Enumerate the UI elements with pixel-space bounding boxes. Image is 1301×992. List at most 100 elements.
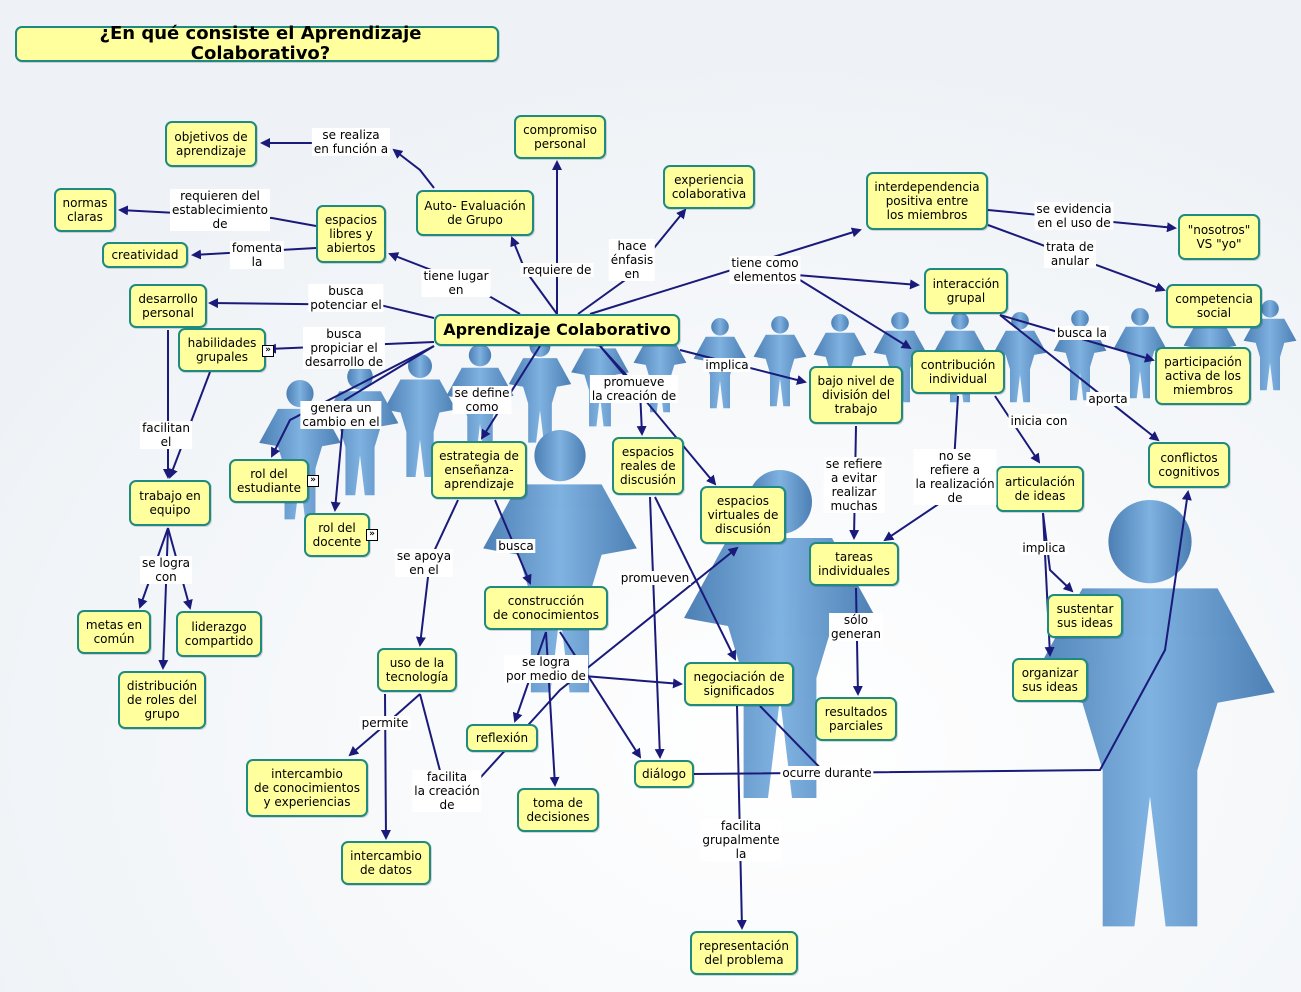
connector-arrow <box>271 345 435 458</box>
node-interaccion-grupal[interactable]: interacción grupal <box>924 268 1008 314</box>
person-figure-body <box>1243 318 1297 391</box>
link-label: genera un cambio en el <box>300 401 382 429</box>
person-figure-body <box>508 358 572 443</box>
link-label: inicia con <box>1008 414 1070 428</box>
person-figure-head <box>831 314 849 332</box>
person-figure-head <box>951 312 969 330</box>
node-contribucion-individual[interactable]: contribución individual <box>911 350 1005 394</box>
link-label: busca propiciar el desarrollo de <box>302 327 386 369</box>
link-label: permite <box>359 716 411 730</box>
connector-arrow <box>649 496 665 759</box>
node-negociacion-significados[interactable]: negociación de significados <box>684 662 794 706</box>
person-figure-head <box>1108 499 1192 584</box>
node-tareas-individuales[interactable]: tareas individuales <box>809 542 899 586</box>
person-figure-body <box>1053 328 1107 401</box>
node-conflictos-cognitivos[interactable]: conflictos cognitivos <box>1148 442 1230 488</box>
node-espacios-libres[interactable]: espacios libres y abiertos <box>316 205 386 263</box>
node-liderazgo-compartido[interactable]: liderazgo compartido <box>176 611 262 657</box>
connector-arrow <box>693 490 1192 775</box>
person-figure-body <box>1113 326 1167 399</box>
node-intercambio-conocimientos[interactable]: intercambio de conocimientos y experienc… <box>246 759 368 817</box>
link-label: se refiere a evitar realizar muchas <box>823 457 885 513</box>
node-resultados-parciales[interactable]: resultados parciales <box>815 697 897 741</box>
connector-arrow <box>392 148 435 189</box>
expand-arrow-icon[interactable]: » <box>366 529 378 541</box>
link-label: requieren del establecimiento de <box>169 189 271 231</box>
link-label: promueven <box>618 571 692 585</box>
link-label: se logra con <box>139 556 193 584</box>
link-label: implica <box>1020 541 1068 555</box>
connector-arrow <box>589 227 862 315</box>
person-figure-head <box>1131 308 1149 326</box>
node-competencia-social[interactable]: competencia social <box>1166 284 1262 328</box>
person-figure-body <box>693 336 747 409</box>
node-toma-decisiones[interactable]: toma de decisiones <box>517 788 599 832</box>
node-autoevaluacion[interactable]: Auto- Evaluación de Grupo <box>416 190 534 236</box>
link-label: busca la <box>1055 326 1109 340</box>
node-objetivos-aprendizaje[interactable]: objetivos de aprendizaje <box>165 121 257 167</box>
link-label: requiere de <box>520 263 594 277</box>
node-normas-claras[interactable]: normas claras <box>54 188 116 232</box>
person-figure-body <box>993 330 1047 403</box>
node-metas-comun[interactable]: metas en común <box>77 610 151 654</box>
connector-arrow <box>1042 512 1074 593</box>
link-label: promueve la creación de <box>589 375 679 403</box>
expand-arrow-icon[interactable]: » <box>262 345 274 357</box>
node-construccion-conocimientos[interactable]: construcción de conocimientos <box>484 586 608 630</box>
person-figure-head <box>771 316 789 334</box>
node-habilidades-grupales[interactable]: habilidades grupales <box>178 328 266 372</box>
person-figure-head <box>711 318 729 336</box>
node-uso-tecnologia[interactable]: uso de la tecnología <box>377 648 457 692</box>
node-compromiso-personal[interactable]: compromiso personal <box>514 115 606 159</box>
link-label: aporta <box>1086 392 1130 406</box>
connector-arrow <box>158 527 169 670</box>
link-label: busca potenciar el <box>308 284 384 312</box>
node-espacios-virtuales[interactable]: espacios virtuales de discusión <box>700 486 786 544</box>
node-estrategia-ensenanza[interactable]: estrategia de enseñanza- aprendizaje <box>431 441 527 499</box>
connector-arrow <box>559 631 642 759</box>
node-reflexion[interactable]: reflexión <box>466 724 538 752</box>
connector-arrow <box>583 675 683 689</box>
node-distribucion-roles[interactable]: distribución de roles del grupo <box>118 671 206 729</box>
link-label: sólo generan <box>829 613 883 641</box>
node-experiencia-colaborativa[interactable]: experiencia colaborativa <box>663 165 755 209</box>
link-label: se realiza en función a <box>311 128 391 156</box>
node-interdependencia[interactable]: interdependencia positiva entre los miem… <box>866 172 988 230</box>
link-label: facilitan el <box>140 421 192 449</box>
connector-arrow <box>999 314 1160 442</box>
connector-arrow <box>654 496 736 661</box>
connector-arrow <box>599 345 717 486</box>
person-figure-head <box>286 380 314 408</box>
node-intercambio-datos[interactable]: intercambio de datos <box>341 841 431 885</box>
node-dialogo[interactable]: diálogo <box>634 760 694 788</box>
link-label: implica <box>703 358 751 372</box>
node-articulacion-ideas[interactable]: articulación de ideas <box>996 466 1084 512</box>
node-bajo-nivel-division[interactable]: bajo nivel de división del trabajo <box>809 366 903 424</box>
link-label: se logra por medio de <box>504 655 588 683</box>
node-sustentar-ideas[interactable]: sustentar sus ideas <box>1047 594 1123 638</box>
node-participacion-activa[interactable]: participación activa de los miembros <box>1155 347 1251 405</box>
person-figure-head <box>408 354 432 378</box>
node-aprendizaje-colaborativo[interactable]: Aprendizaje Colaborativo <box>434 314 680 346</box>
link-label: trata de anular <box>1044 240 1096 268</box>
node-organizar-ideas[interactable]: organizar sus ideas <box>1012 658 1088 702</box>
link-label: se apoya en el <box>394 549 454 577</box>
node-rol-estudiante[interactable]: rol del estudiante <box>229 459 309 503</box>
link-label: no se refiere a la realización de <box>913 449 997 505</box>
link-label: facilita grupalmente la <box>700 819 782 861</box>
node-creatividad[interactable]: creatividad <box>102 242 188 268</box>
connector-arrow <box>330 345 435 512</box>
link-label: tiene como elementos <box>729 256 801 284</box>
expand-arrow-icon[interactable]: » <box>307 475 319 487</box>
node-nosotros-vs-yo[interactable]: "nosotros" VS "yo" <box>1178 214 1260 260</box>
connector-arrow <box>799 279 912 350</box>
node-trabajo-equipo[interactable]: trabajo en equipo <box>129 480 211 526</box>
node-rol-docente[interactable]: rol del docente <box>304 513 370 557</box>
person-figure-head <box>1261 300 1279 318</box>
person-figure-head <box>891 312 909 330</box>
node-desarrollo-personal[interactable]: desarrollo personal <box>129 284 207 328</box>
node-representacion-problema[interactable]: representación del problema <box>690 931 798 975</box>
link-label: fomenta la <box>229 241 285 269</box>
node-espacios-reales[interactable]: espacios reales de discusión <box>612 437 684 495</box>
